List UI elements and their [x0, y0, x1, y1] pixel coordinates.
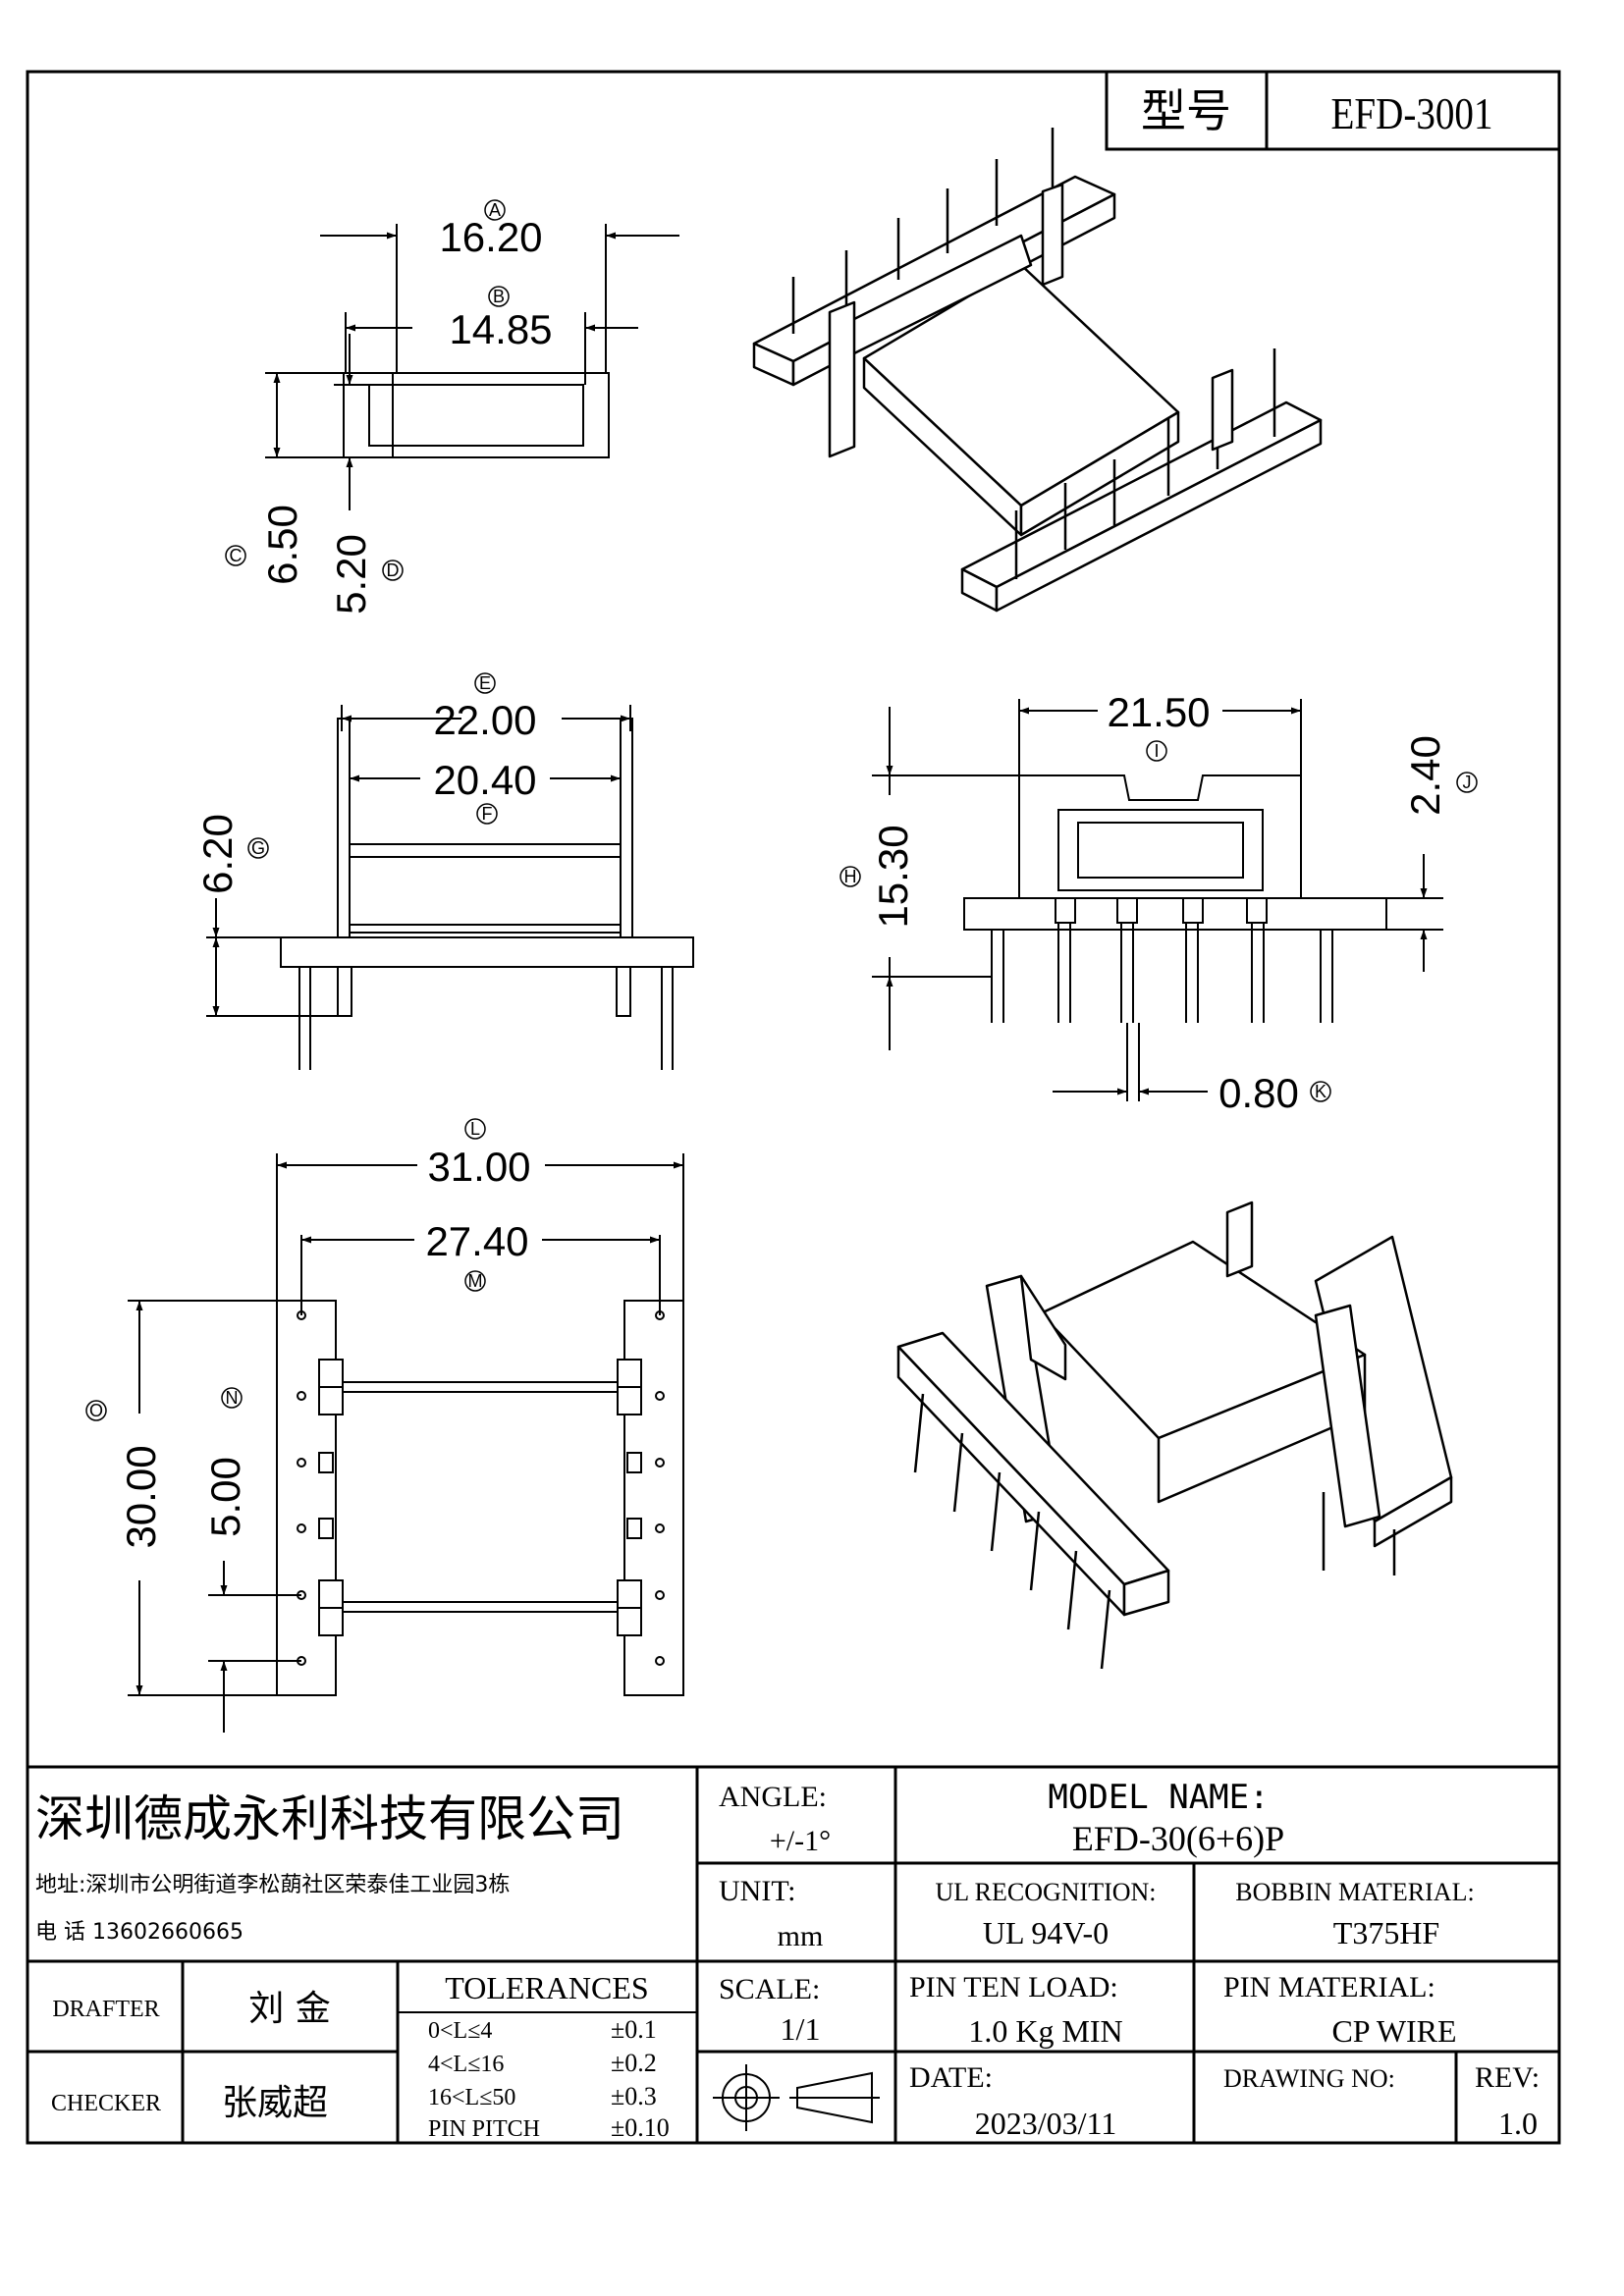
- dim-C-value: 6.50: [259, 505, 305, 585]
- dim-H-value: 15.30: [870, 825, 916, 928]
- dim-L-letter: L: [470, 1119, 480, 1139]
- header-model-box: 型号 EFD-3001: [1105, 70, 1561, 151]
- dim-M-letter: M: [468, 1271, 483, 1291]
- unit-label: UNIT:: [719, 1875, 796, 1907]
- dim-A: 16.20 A: [320, 199, 679, 260]
- unit-value: mm: [778, 1920, 824, 1952]
- dim-D: 5.20 D: [328, 334, 404, 614]
- dim-G-value: 6.20: [194, 814, 241, 894]
- projection-symbol-icon: [713, 2064, 880, 2131]
- drawing-no-label: DRAWING NO:: [1223, 2064, 1395, 2093]
- model-name-value: EFD-30(6+6)P: [1072, 1819, 1284, 1858]
- company-phone: 电 话 13602660665: [35, 1920, 244, 1945]
- ul-value: UL 94V-0: [983, 1915, 1109, 1950]
- sheet-border: [26, 70, 1561, 2145]
- dim-K-value: 0.80: [1218, 1070, 1299, 1116]
- model-name-label: MODEL NAME:: [1048, 1778, 1269, 1817]
- dim-K-letter: K: [1315, 1082, 1326, 1101]
- dim-N: 5.00 N: [202, 1387, 248, 1733]
- bottom-view: [128, 1153, 684, 1696]
- scale-label: SCALE:: [719, 1973, 820, 2005]
- pin-load-value: 1.0 Kg MIN: [968, 2013, 1122, 2049]
- angle-label: ANGLE:: [719, 1781, 827, 1813]
- angle-value: +/-1°: [770, 1825, 831, 1857]
- dim-E-letter: E: [479, 673, 491, 693]
- front-view: [206, 707, 694, 1070]
- tolerance-range-1: 0<L≤4: [428, 2018, 492, 2044]
- dim-G-letter: G: [251, 838, 265, 858]
- pin-material-label: PIN MATERIAL:: [1223, 1971, 1435, 2003]
- dim-E: 22.00 E: [341, 672, 631, 743]
- ul-label: UL RECOGNITION:: [935, 1878, 1156, 1906]
- tolerance-range-3: 16<L≤50: [428, 2085, 515, 2110]
- dim-G: 6.20 G: [194, 814, 269, 1016]
- dim-L-value: 31.00: [427, 1144, 530, 1190]
- dim-O: 30.00 O: [85, 1301, 164, 1695]
- drafter-name: 刘 金: [248, 1989, 330, 2029]
- drafter-label: DRAFTER: [52, 1997, 159, 2022]
- dim-O-letter: O: [89, 1401, 103, 1420]
- pin-material-value: CP WIRE: [1331, 2013, 1456, 2049]
- dim-N-letter: N: [226, 1388, 239, 1408]
- dim-D-value: 5.20: [328, 534, 374, 614]
- dim-A-letter: A: [489, 200, 501, 220]
- tolerance-range-2: 4<L≤16: [428, 2052, 504, 2077]
- dim-F: 20.40 F: [350, 757, 621, 825]
- dim-E-value: 22.00: [433, 697, 536, 743]
- dim-N-value: 5.00: [202, 1457, 248, 1537]
- tolerance-value-3: ±0.3: [611, 2082, 657, 2110]
- tolerance-range-4: PIN PITCH: [428, 2116, 540, 2142]
- dim-J-letter: J: [1463, 773, 1472, 792]
- dim-O-value: 30.00: [118, 1445, 164, 1548]
- dim-K: 0.80 K: [1053, 1070, 1331, 1116]
- dim-C-letter: C: [230, 546, 243, 565]
- dim-H: 15.30 H: [839, 707, 916, 1050]
- date-label: DATE:: [909, 2061, 993, 2094]
- iso-view-top: [752, 128, 1323, 613]
- dim-J: 2.40 J: [1402, 735, 1478, 972]
- dim-F-value: 20.40: [433, 757, 536, 803]
- top-view: [265, 224, 610, 458]
- dim-A-value: 16.20: [439, 214, 542, 260]
- date-value: 2023/03/11: [975, 2106, 1117, 2141]
- dim-I-value: 21.50: [1107, 689, 1210, 735]
- dim-H-letter: H: [844, 867, 857, 886]
- checker-name: 张威超: [222, 2083, 328, 2123]
- dim-B-letter: B: [493, 287, 505, 306]
- dim-F-letter: F: [482, 804, 493, 824]
- rev-value: 1.0: [1498, 2106, 1538, 2141]
- header-model-label: 型号: [1141, 84, 1231, 137]
- header-model-value: EFD-3001: [1330, 89, 1492, 139]
- tolerance-value-4: ±0.10: [611, 2113, 670, 2142]
- tolerance-value-2: ±0.2: [611, 2049, 657, 2077]
- dim-B-value: 14.85: [449, 306, 552, 352]
- iso-view-bottom: [896, 1201, 1453, 1670]
- pin-load-label: PIN TEN LOAD:: [909, 1971, 1118, 2003]
- scale-value: 1/1: [781, 2011, 821, 2047]
- dim-M-value: 27.40: [425, 1218, 528, 1264]
- dim-C: 6.50 C: [225, 373, 305, 585]
- rev-label: REV:: [1475, 2061, 1540, 2094]
- tolerances-title: TOLERANCES: [445, 1970, 648, 2005]
- company-address: 地址:深圳市公明街道李松蓢社区荣泰佳工业园3栋: [35, 1873, 510, 1897]
- tolerance-value-1: ±0.1: [611, 2015, 657, 2044]
- dim-I: 21.50 I: [1019, 689, 1301, 762]
- dim-I-letter: I: [1154, 741, 1159, 761]
- dim-B: 14.85 B: [346, 286, 638, 352]
- dim-J-value: 2.40: [1402, 735, 1448, 816]
- dim-D-letter: D: [387, 561, 400, 580]
- bobbin-material-value: T375HF: [1333, 1915, 1439, 1950]
- dim-L: 31.00 L: [277, 1118, 683, 1190]
- bobbin-material-label: BOBBIN MATERIAL:: [1235, 1878, 1474, 1906]
- checker-label: CHECKER: [51, 2091, 161, 2116]
- title-block-grid: [27, 1765, 1559, 2143]
- dim-M: 27.40 M: [301, 1218, 660, 1292]
- company-name: 深圳德成永利科技有限公司: [35, 1790, 624, 1847]
